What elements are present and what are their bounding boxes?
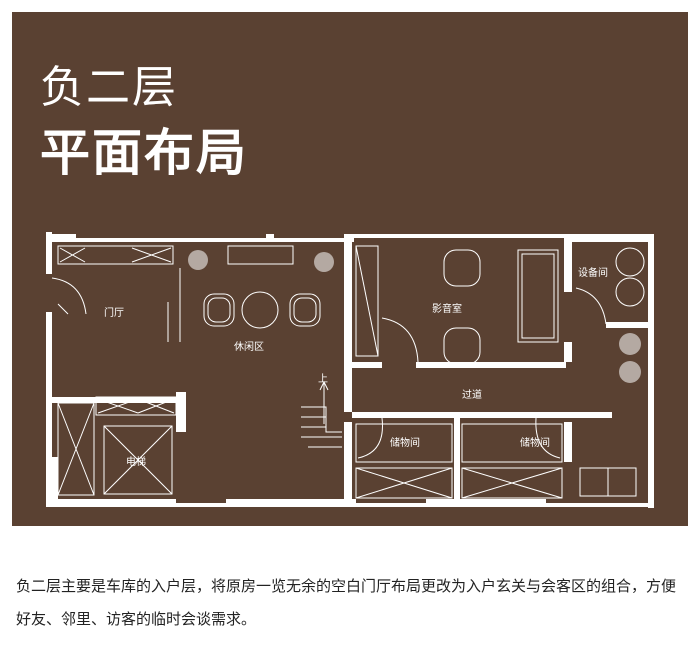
description-text: 负二层主要是车库的入户层，将原房一览无余的空白门厅布局更改为入户玄关与会客区的组… <box>16 577 677 628</box>
label-theater: 影音室 <box>432 302 462 315</box>
label-storage-left: 储物间 <box>390 436 420 449</box>
label-stair-up: 上 <box>318 373 328 385</box>
label-equipment: 设备间 <box>578 266 608 279</box>
label-corridor: 过道 <box>462 388 482 401</box>
label-entry: 门厅 <box>104 306 124 319</box>
label-elevator: 电梯 <box>126 455 146 468</box>
floor-plan: 门厅 休闲区 影音室 设备间 过道 电梯 储物间 储物间 上 <box>46 232 654 508</box>
label-leisure: 休闲区 <box>234 340 264 353</box>
title-floor: 负二层 <box>40 62 178 113</box>
title-layout: 平面布局 <box>40 124 248 182</box>
label-storage-right: 储物间 <box>520 436 550 449</box>
